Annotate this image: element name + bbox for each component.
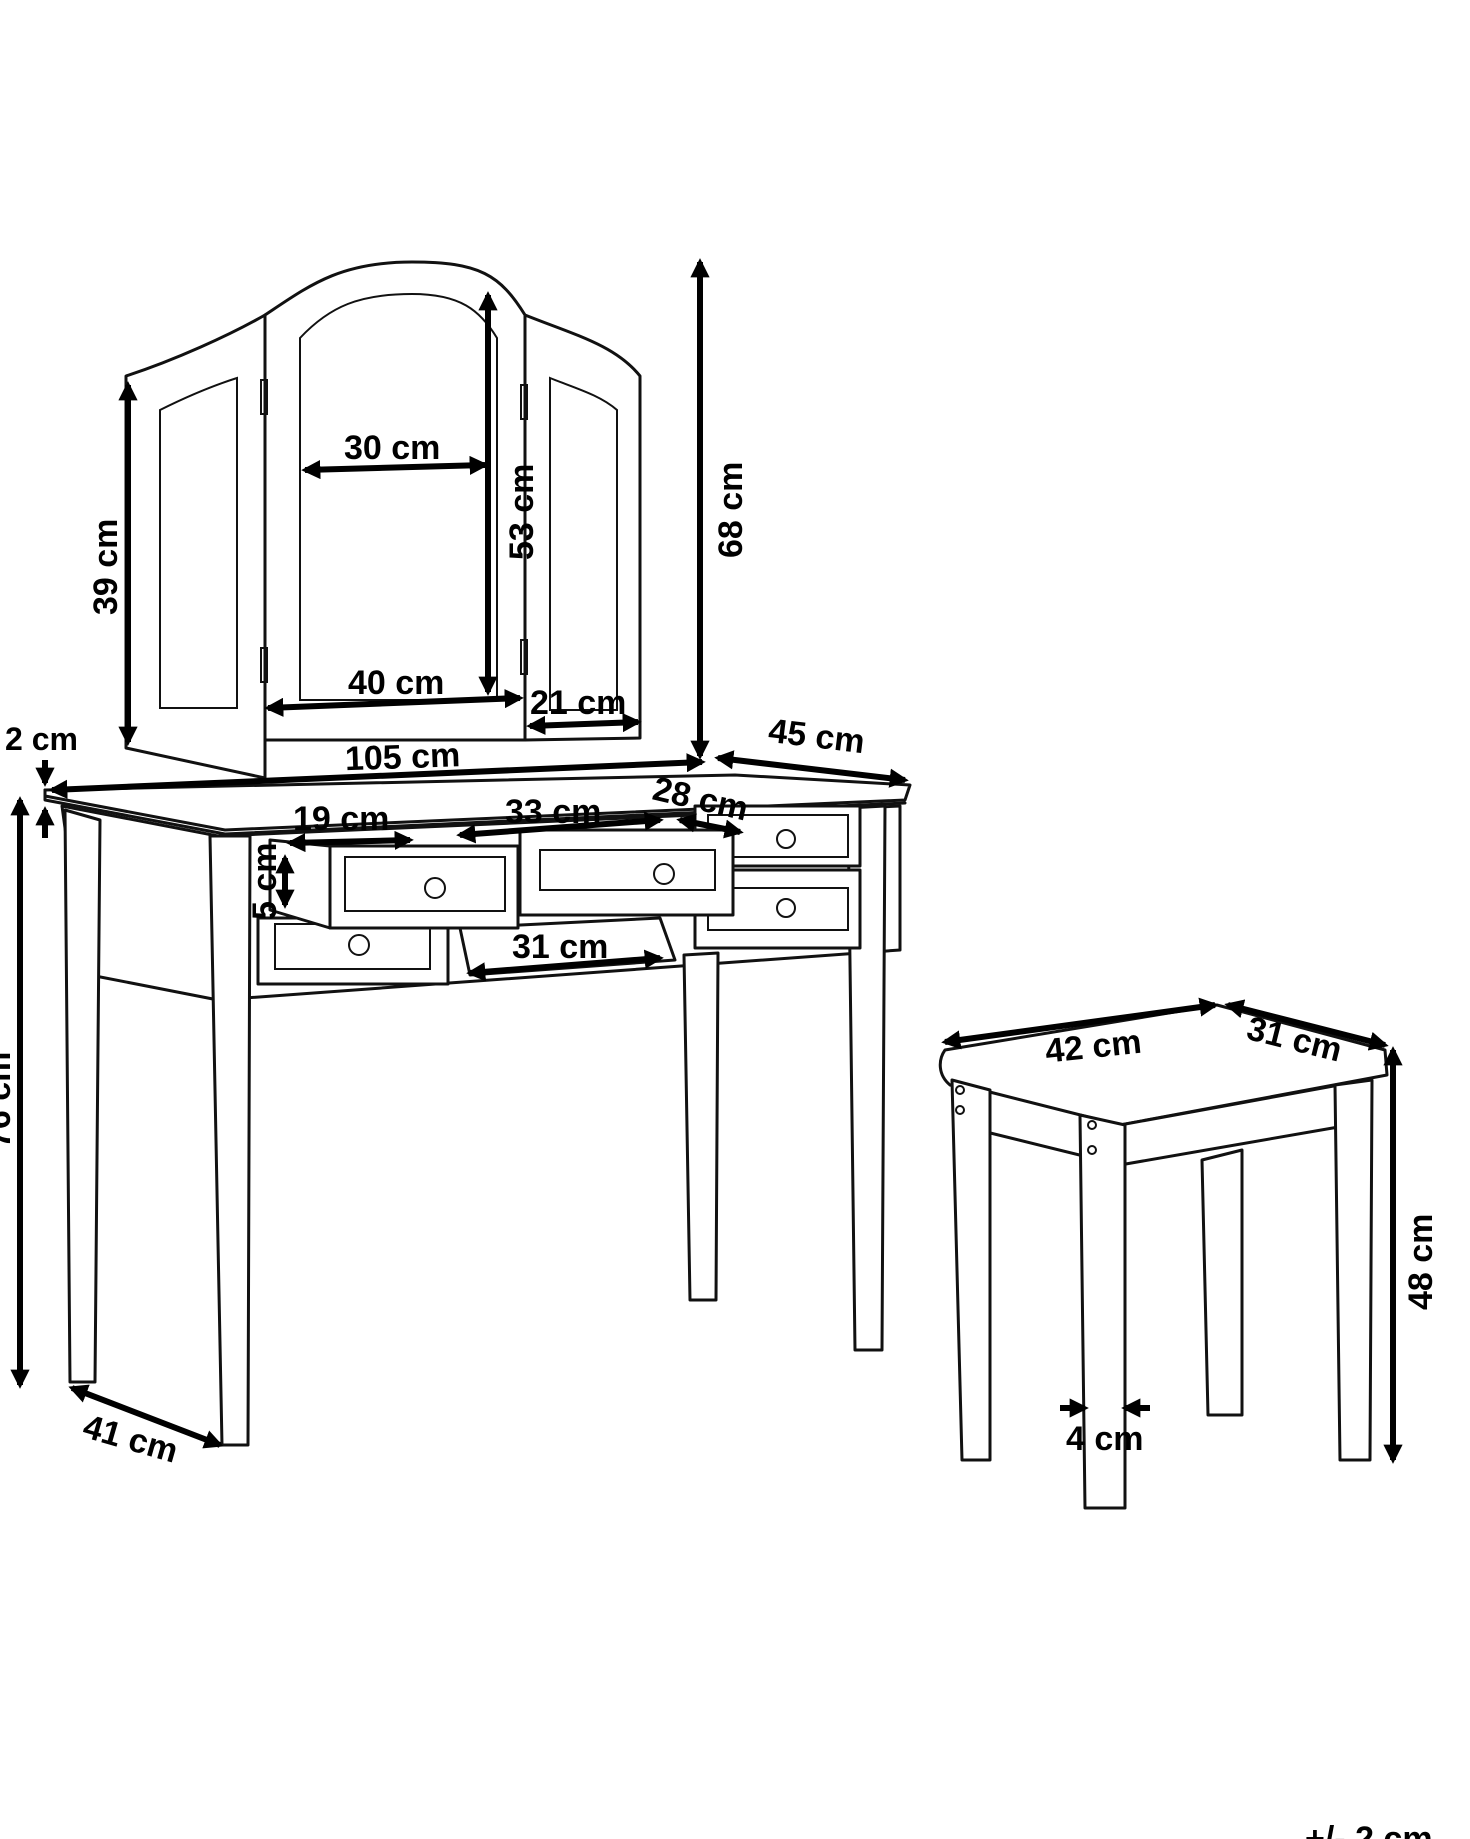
label-stool-height: 48 cm (1402, 1214, 1440, 1310)
vanity-table (43, 773, 912, 1447)
stool-leg (1078, 1113, 1127, 1510)
label-mirror-center-height: 53 cm (503, 464, 541, 560)
label-mirror-side-width: 21 cm (530, 684, 626, 722)
label-top-thickness: 2 cm (5, 721, 78, 757)
table-leg (63, 808, 102, 1384)
table-leg (682, 951, 720, 1302)
tolerance-note: +/- 2 cm (1305, 1820, 1433, 1839)
dimension-labels: 39 cm 30 cm 53 cm 68 cm 40 cm 21 cm 2 cm… (0, 429, 1440, 1839)
label-mirror-center-width: 30 cm (344, 429, 440, 467)
label-mirror-total-height: 68 cm (712, 462, 750, 558)
stool-leg (1333, 1078, 1374, 1462)
drawer-center (518, 828, 735, 917)
label-table-height: 76 cm (0, 1052, 18, 1148)
stool-leg (950, 1078, 992, 1462)
label-mirror-side-height: 39 cm (87, 519, 125, 615)
label-knee-space-width: 31 cm (512, 928, 608, 966)
label-mirror-center-base-width: 40 cm (348, 664, 444, 702)
label-drawer-small-width: 19 cm (293, 800, 389, 838)
stool-leg (1200, 1148, 1244, 1417)
mirror-center-panel (263, 260, 527, 742)
label-drawer-height: 5 cm (246, 843, 284, 921)
stool (938, 1003, 1389, 1510)
label-leg-depth: 41 cm (79, 1408, 182, 1471)
drawer-open-left (268, 838, 520, 930)
label-table-width: 105 cm (344, 736, 461, 778)
table-leg (208, 834, 252, 1447)
dimension-arrows (10, 258, 1403, 1464)
tri-fold-mirror (124, 260, 642, 780)
label-drawer-center-width: 33 cm (505, 793, 601, 831)
mirror-right-panel (523, 313, 642, 742)
label-table-depth: 45 cm (766, 712, 866, 761)
label-stool-leg-width: 4 cm (1066, 1420, 1144, 1458)
